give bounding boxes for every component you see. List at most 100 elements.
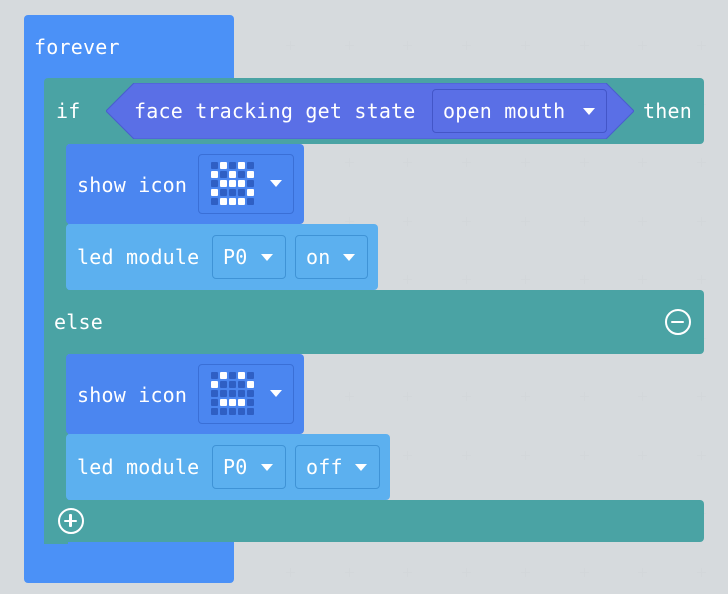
led-pixel-on — [247, 381, 254, 388]
grid-plus-mark — [521, 275, 530, 284]
led-pixel-off — [229, 381, 236, 388]
grid-plus-mark — [462, 451, 471, 460]
led-pixel-on — [238, 372, 245, 379]
led-pixel-off — [247, 198, 254, 205]
led-pixel-off — [211, 162, 218, 169]
grid-plus-mark — [580, 392, 589, 401]
led-pixel-on — [220, 372, 227, 379]
else-bar: else — [44, 290, 704, 354]
led-pixel-off — [247, 372, 254, 379]
grid-plus-mark — [403, 568, 412, 577]
led-pixel-off — [211, 390, 218, 397]
grid-plus-mark — [462, 275, 471, 284]
led-pixel-on — [220, 198, 227, 205]
grid-plus-mark — [697, 568, 706, 577]
led-pixel-off — [229, 408, 236, 415]
led-pixel-off — [211, 372, 218, 379]
caret-down-icon — [355, 464, 367, 471]
caret-down-icon — [261, 464, 273, 471]
led-pixel-off — [229, 372, 236, 379]
grid-plus-mark — [462, 568, 471, 577]
pin-dropdown-else[interactable]: P0 — [212, 445, 286, 489]
grid-plus-mark — [697, 217, 706, 226]
grid-plus-mark — [403, 451, 412, 460]
grid-plus-mark — [697, 392, 706, 401]
led-pixel-off — [220, 171, 227, 178]
then-label: then — [643, 99, 692, 123]
grid-plus-mark — [521, 158, 530, 167]
grid-plus-mark — [638, 158, 647, 167]
icon-picker-then[interactable] — [198, 154, 294, 214]
face-state-value: open mouth — [443, 99, 566, 123]
led-pixel-on — [247, 189, 254, 196]
grid-plus-mark — [697, 451, 706, 460]
switch-dropdown-then[interactable]: on — [295, 235, 368, 279]
grid-plus-mark — [286, 41, 295, 50]
pin-dropdown-then[interactable]: P0 — [212, 235, 286, 279]
led-pixel-on — [229, 180, 236, 187]
led-pixel-on — [238, 399, 245, 406]
grid-plus-mark — [345, 568, 354, 577]
pin-value: P0 — [223, 245, 248, 269]
led-pixel-on — [229, 399, 236, 406]
led-icon-preview — [211, 162, 254, 205]
grid-plus-mark — [345, 392, 354, 401]
led-pixel-on — [211, 381, 218, 388]
led-pixel-off — [229, 162, 236, 169]
led-pixel-off — [220, 408, 227, 415]
grid-plus-mark — [638, 568, 647, 577]
grid-plus-mark — [580, 275, 589, 284]
switch-value: off — [306, 455, 343, 479]
grid-plus-mark — [638, 275, 647, 284]
led-pixel-off — [211, 198, 218, 205]
grid-plus-mark — [345, 158, 354, 167]
led-pixel-on — [229, 171, 236, 178]
switch-value: on — [306, 245, 331, 269]
grid-plus-mark — [462, 392, 471, 401]
led-pixel-off — [238, 171, 245, 178]
grid-plus-mark — [580, 217, 589, 226]
grid-plus-mark — [462, 41, 471, 50]
plus-circle-icon[interactable] — [58, 508, 84, 534]
led-pixel-off — [220, 381, 227, 388]
led-icon-preview — [211, 372, 254, 415]
grid-plus-mark — [521, 41, 530, 50]
led-pixel-on — [220, 399, 227, 406]
grid-plus-mark — [462, 158, 471, 167]
led-pixel-off — [238, 381, 245, 388]
grid-plus-mark — [403, 41, 412, 50]
caret-down-icon — [270, 390, 282, 397]
caret-down-icon — [261, 254, 273, 261]
led-module-label: led module — [77, 245, 200, 269]
led-pixel-on — [220, 180, 227, 187]
led-pixel-on — [229, 198, 236, 205]
led-pixel-off — [238, 408, 245, 415]
led-pixel-on — [247, 171, 254, 178]
pin-value: P0 — [223, 455, 248, 479]
minus-circle-icon[interactable] — [665, 309, 691, 335]
grid-plus-mark — [697, 275, 706, 284]
grid-plus-mark — [345, 217, 354, 226]
led-module-label: led module — [77, 455, 200, 479]
led-pixel-off — [247, 408, 254, 415]
if-block-footer — [44, 500, 704, 542]
led-pixel-on — [220, 162, 227, 169]
grid-plus-mark — [521, 217, 530, 226]
led-pixel-on — [211, 189, 218, 196]
caret-down-icon — [583, 108, 595, 115]
led-pixel-off — [247, 399, 254, 406]
led-pixel-on — [211, 171, 218, 178]
led-pixel-on — [238, 180, 245, 187]
icon-picker-else[interactable] — [198, 364, 294, 424]
led-pixel-off — [220, 189, 227, 196]
switch-dropdown-else[interactable]: off — [295, 445, 380, 489]
show-icon-label: show icon — [77, 383, 188, 407]
grid-plus-mark — [638, 217, 647, 226]
face-state-dropdown[interactable]: open mouth — [432, 89, 607, 133]
grid-plus-mark — [638, 451, 647, 460]
else-label: else — [54, 310, 103, 334]
led-pixel-off — [229, 189, 236, 196]
led-pixel-off — [247, 162, 254, 169]
led-pixel-off — [211, 399, 218, 406]
grid-plus-mark — [403, 275, 412, 284]
